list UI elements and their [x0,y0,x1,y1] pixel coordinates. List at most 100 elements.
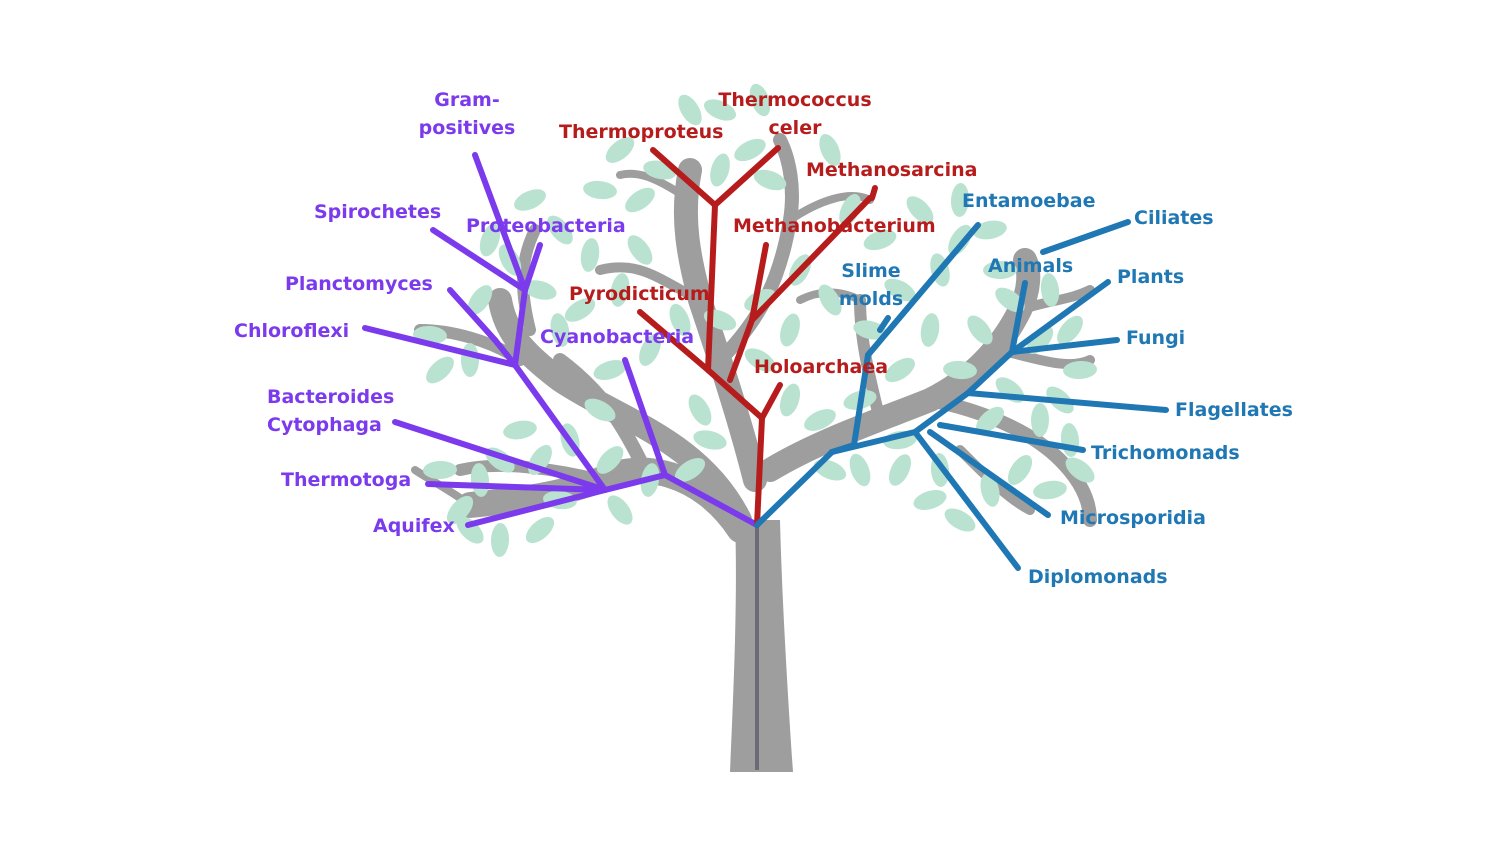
leaf-79 [703,99,737,121]
leaf-70 [605,137,635,163]
label-diplomonads: Diplomonads [1028,566,1168,588]
leaf-83 [744,348,776,372]
archaea-branch-6 [712,145,781,208]
leaf-23 [1030,403,1050,437]
bacteria-branch-6 [512,362,608,493]
eukarya-branch-12 [1009,337,1120,355]
leaf-17 [973,220,1007,240]
leaf-64 [1065,457,1095,483]
leaf-89 [596,446,624,474]
leaf-72 [627,235,653,265]
archaea-branch-7 [727,317,755,383]
leaf-26 [967,315,993,345]
leaf-16 [948,224,972,256]
leaf-37 [584,398,616,422]
leaf-19 [1040,273,1060,307]
leaf-61 [980,473,1000,507]
eukarya-branch-7 [965,390,1169,413]
bacteria-branch-8 [492,337,518,368]
leaf-27 [920,313,940,347]
leaf-10 [753,169,787,191]
leaf-7 [678,94,702,126]
leaf-54 [779,383,801,417]
eukarya-branch-2 [829,442,857,455]
label-methanosarcina: Methanosarcina [806,159,978,181]
eukarya-branch-9 [927,429,1051,518]
leaf-45 [456,516,484,544]
leaf-59 [913,490,947,510]
archaea-branches [637,145,878,528]
leaf-80 [749,83,771,117]
leaf-74 [564,298,596,322]
label-cyanobacteria: Cyanobacteria [540,326,695,348]
label-holoarchaea: Holoarchaea [754,356,889,378]
leaf-47 [525,516,555,544]
leaf-68 [906,196,934,224]
leaf-62 [1007,455,1033,485]
bacteria-branch-7 [362,325,518,368]
label-microsporidia: Microsporidia [1060,507,1206,529]
branch-11 [786,192,874,224]
label-trichomonads: Trichomonads [1091,442,1240,464]
label-entamoebae: Entamoebae [962,190,1096,212]
label-ciliates: Ciliates [1134,207,1214,229]
branch-3 [517,224,541,336]
label-animals: Animals [988,255,1074,277]
eukarya-branch-15 [1040,219,1131,255]
tree-trunk [730,520,793,772]
leaf-5 [625,187,655,213]
label-bacteroides-cytophaga: Bacteroides Cytophaga [267,386,395,436]
leaf-11 [819,133,841,167]
bacteria-branch-9 [447,287,498,343]
leaf-85 [467,285,493,315]
leaf-3 [547,215,573,245]
branch-8 [595,262,705,305]
leaf-12 [839,194,861,226]
leaf-51 [674,458,706,482]
label-proteobacteria: Proteobacteria [466,215,626,237]
archaea-branch-5 [650,147,718,208]
branch-14 [1015,285,1095,315]
leaf-30 [818,284,842,316]
label-aquifex: Aquifex [373,515,455,537]
leaf-87 [995,377,1025,403]
leaf-46 [490,523,510,557]
leaf-31 [780,313,800,347]
bacteria-branch-0 [662,472,760,528]
leaf-34 [669,303,691,337]
leaf-36 [593,359,627,381]
leaf-71 [583,180,617,200]
label-thermococcus-celer: Thermococcus celer [718,89,872,139]
leaf-84 [550,313,570,347]
leaf-4 [580,238,600,272]
label-planctomyces: Planctomyces [285,273,433,295]
leaf-13 [863,229,897,251]
bacteria-branch-11 [522,242,543,293]
eukarya-branches [754,219,1169,571]
eukarya-branch-6 [912,390,971,435]
bacteria-branch-4 [392,419,608,493]
label-chloroflexi: Chloroflexi [234,320,350,342]
leaf-28 [885,357,915,383]
leaf-40 [503,420,537,440]
leaf-8 [710,153,730,187]
eukarya-branch-4 [865,222,981,358]
leaf-73 [610,273,630,307]
branch-9 [616,169,694,204]
leaf-29 [853,320,887,340]
leaf-9 [734,138,766,162]
leaf-60 [944,508,976,532]
leaf-52 [693,430,727,450]
bacteria-branch-10 [512,287,528,368]
bacteria-branch-12 [430,227,528,293]
leaf-58 [889,454,911,486]
leaf-0 [461,343,479,377]
bacteria-branches [362,152,760,528]
eukarya-branch-10 [912,429,1021,571]
leaf-20 [1057,315,1083,345]
leaf-44 [423,460,457,480]
bacteria-branch-1 [602,472,668,493]
leaf-24 [976,406,1004,434]
archaea-branch-0 [754,415,765,528]
leaf-43 [446,495,474,525]
